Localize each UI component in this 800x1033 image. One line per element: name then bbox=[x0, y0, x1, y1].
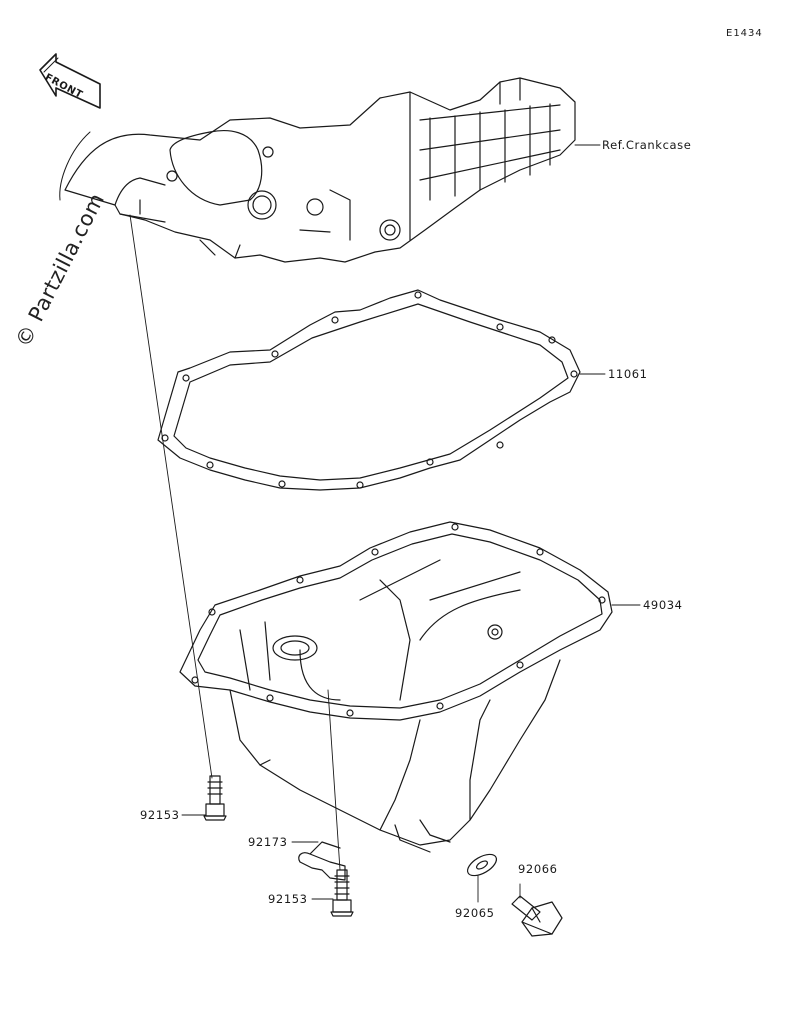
clamp-drawing bbox=[299, 842, 345, 880]
drain-bolt-drawing bbox=[512, 896, 562, 936]
label-bolt-bottom: 92153 bbox=[268, 892, 308, 906]
diagram-code: E1434 bbox=[726, 28, 763, 39]
label-oil-pan: 49034 bbox=[643, 598, 683, 612]
label-washer: 92065 bbox=[455, 906, 495, 920]
label-bolt-left: 92153 bbox=[140, 808, 180, 822]
crankcase-drawing bbox=[60, 78, 575, 262]
oil-pan-drawing bbox=[180, 522, 612, 852]
label-clamp: 92173 bbox=[248, 835, 288, 849]
label-gasket: 11061 bbox=[608, 367, 648, 381]
bolt-left-drawing bbox=[204, 776, 226, 820]
front-arrow-icon bbox=[40, 54, 100, 108]
washer-drawing bbox=[464, 850, 500, 880]
label-ref-crankcase: Ref.Crankcase bbox=[602, 138, 692, 152]
bolt-bottom-drawing bbox=[331, 870, 353, 916]
oil-pan-gasket-drawing bbox=[158, 290, 580, 490]
label-drain-bolt: 92066 bbox=[518, 862, 558, 876]
leader-lines bbox=[130, 145, 640, 902]
